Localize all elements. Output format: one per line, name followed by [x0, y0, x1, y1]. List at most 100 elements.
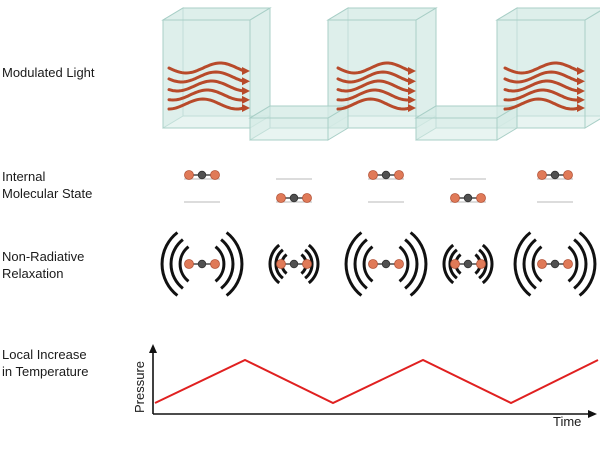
- ray-arrow-icon: [242, 95, 250, 104]
- carbon-atom: [289, 193, 299, 203]
- oxygen-atom: [368, 170, 378, 180]
- carbon-atom: [550, 170, 560, 180]
- carbon-atom: [197, 259, 207, 269]
- ray-arrow-icon: [242, 86, 250, 95]
- oxygen-atom: [450, 259, 460, 269]
- energy-state-1: [184, 170, 220, 203]
- oxygen-atom: [394, 170, 404, 180]
- ray-arrow-icon: [577, 86, 585, 95]
- co2-molecule-icon: [276, 193, 312, 203]
- label-local-temperature: Local Increase in Temperature: [2, 347, 89, 379]
- light-pulse-box-on-1: [161, 7, 272, 129]
- relaxation-arcs: [160, 231, 597, 297]
- co2-molecule-icon: [368, 170, 404, 180]
- heat-wave-arc-icon: [178, 245, 190, 283]
- oxygen-atom: [476, 259, 486, 269]
- y-axis-arrow-icon: [149, 344, 157, 353]
- light-ray: [503, 97, 581, 111]
- carbon-atom: [463, 259, 473, 269]
- oxygen-atom: [302, 259, 312, 269]
- carbon-atom: [289, 259, 299, 269]
- heat-wave-arc-icon: [409, 231, 428, 297]
- heat-wave-arc-icon: [344, 231, 363, 297]
- oxygen-atom: [184, 170, 194, 180]
- ray-arrow-icon: [408, 95, 416, 104]
- label-non-radiative-relaxation: Non-Radiative Relaxation: [2, 249, 85, 281]
- ray-arrow-icon: [577, 77, 585, 86]
- light-wave-group-3: [503, 61, 585, 112]
- ray-arrow-icon: [408, 86, 416, 95]
- heat-wave-arc-icon: [362, 245, 374, 283]
- oxygen-atom: [537, 259, 547, 269]
- light-ray: [503, 88, 581, 102]
- oxygen-atom: [276, 193, 286, 203]
- pressure-graph: Pressure Time: [132, 344, 599, 429]
- ray-arrow-icon: [577, 103, 585, 112]
- co2-molecule-icon: [450, 193, 486, 203]
- light-ray: [336, 79, 412, 93]
- co2-molecule-icon: [537, 170, 573, 180]
- oxygen-atom: [394, 259, 404, 269]
- co2-molecule-icon: [276, 259, 312, 269]
- ray-arrow-icon: [577, 66, 585, 75]
- carbon-atom: [381, 259, 391, 269]
- light-waves: [167, 61, 585, 112]
- light-pulse-box-off-1: [248, 105, 350, 141]
- heat-wave-arc-icon: [304, 248, 314, 280]
- light-ray: [167, 61, 246, 75]
- light-ray: [336, 88, 412, 102]
- heat-wave-arc-icon: [442, 243, 455, 285]
- light-pulse-box-off-2: [414, 105, 519, 141]
- co2-molecule-icon: [450, 259, 486, 269]
- co2-molecule-icon: [368, 259, 404, 269]
- oxygen-atom: [276, 259, 286, 269]
- heat-wave-arc-icon: [522, 238, 537, 290]
- ray-arrow-icon: [577, 95, 585, 104]
- heat-wave-arc-icon: [220, 238, 235, 290]
- light-ray: [503, 61, 581, 75]
- carbon-atom: [197, 170, 207, 180]
- heat-wave-arc-icon: [578, 231, 597, 297]
- oxygen-atom: [563, 170, 573, 180]
- heat-wave-arc-icon: [481, 243, 494, 285]
- light-ray: [336, 97, 412, 111]
- light-ray: [336, 61, 412, 75]
- label-modulated-light: Modulated Light: [2, 65, 95, 80]
- oxygen-atom: [184, 259, 194, 269]
- light-ray: [336, 70, 412, 84]
- oxygen-atom: [476, 193, 486, 203]
- energy-state-5: [537, 170, 573, 203]
- ray-arrow-icon: [242, 77, 250, 86]
- heat-wave-arc-icon: [274, 248, 284, 280]
- heat-wave-arc-icon: [225, 231, 244, 297]
- molecular-states: [184, 170, 573, 203]
- light-ray: [167, 70, 246, 84]
- carbon-atom: [463, 193, 473, 203]
- heat-wave-arc-icon: [160, 231, 179, 297]
- ray-arrow-icon: [242, 66, 250, 75]
- relaxation-1: [160, 231, 244, 297]
- pressure-line: [154, 358, 599, 405]
- light-ray: [503, 79, 581, 93]
- oxygen-atom: [537, 170, 547, 180]
- energy-state-4: [450, 178, 486, 203]
- x-axis-label: Time: [553, 414, 581, 429]
- heat-wave-arc-icon: [353, 238, 368, 290]
- light-ray: [167, 79, 246, 93]
- oxygen-atom: [450, 193, 460, 203]
- ray-arrow-icon: [408, 103, 416, 112]
- heat-wave-arc-icon: [307, 243, 320, 285]
- heat-wave-arc-icon: [478, 248, 488, 280]
- heat-wave-arc-icon: [531, 245, 543, 283]
- ray-arrow-icon: [408, 66, 416, 75]
- energy-state-2: [276, 178, 312, 203]
- relaxation-2: [268, 243, 320, 285]
- heat-wave-arc-icon: [398, 245, 410, 283]
- energy-state-3: [368, 170, 404, 203]
- relaxation-3: [344, 231, 428, 297]
- relaxation-4: [442, 243, 494, 285]
- oxygen-atom: [563, 259, 573, 269]
- ray-arrow-icon: [242, 103, 250, 112]
- co2-molecule-icon: [537, 259, 573, 269]
